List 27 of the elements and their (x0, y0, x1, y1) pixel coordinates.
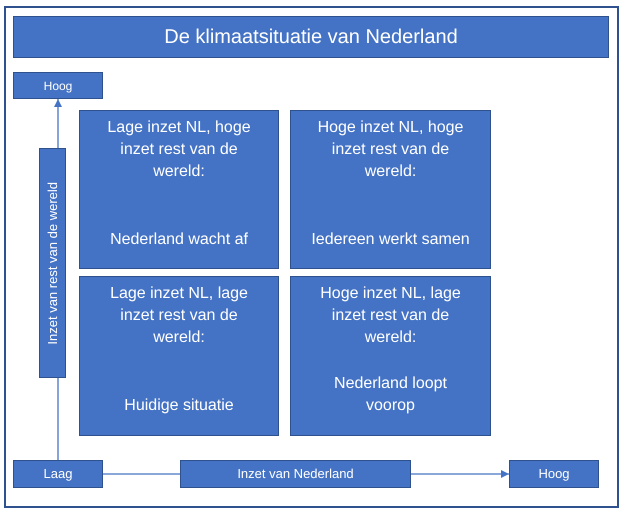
quadrant-heading: Hoge inzet NL, lage inzet rest van de wereld: (319, 284, 462, 348)
quadrant-box (290, 276, 491, 436)
axis-label-box (13, 72, 103, 99)
arrow (54, 99, 62, 148)
axis-label: Laag (44, 466, 72, 482)
quadrant-box (290, 110, 491, 269)
title-banner: De klimaatsituatie van Nederland (13, 16, 609, 58)
scenario-outcome: Nederland loopt voorop (333, 374, 448, 416)
quadrant-box (79, 110, 279, 269)
axis-title: Inzet van rest van de wereld (44, 182, 60, 344)
scenario-outcome: Huidige situatie (124, 396, 234, 416)
axis-label-box (180, 460, 411, 488)
quadrant-heading: Lage inzet NL, hoge inzet rest van de wereld: (106, 118, 252, 182)
scenario-outcome: Iedereen werkt samen (311, 230, 470, 250)
axis-label-box (509, 460, 599, 488)
arrow (411, 470, 509, 478)
axis-label-box (13, 460, 103, 488)
axis-label: Inzet van Nederland (237, 466, 354, 482)
quadrant-heading: Lage inzet NL, lage inzet rest van de wereld: (109, 284, 249, 348)
axis-title-box (39, 148, 66, 378)
scenario-outcome: Nederland wacht af (110, 230, 248, 250)
quadrant-heading: Hoge inzet NL, hoge inzet rest van de wereld: (316, 118, 464, 182)
connector-line (103, 473, 180, 475)
quadrant-box (79, 276, 279, 436)
connector-line (57, 378, 59, 460)
axis-label: Hoog (44, 78, 72, 94)
axis-label: Hoog (538, 466, 570, 482)
